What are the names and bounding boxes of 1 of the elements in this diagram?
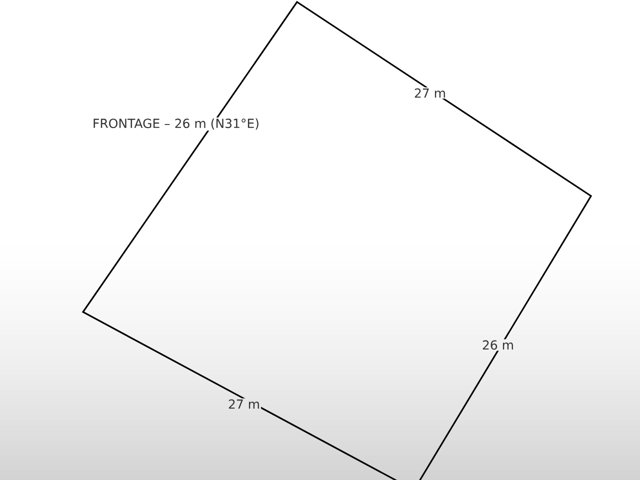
frontage-label: FRONTAGE – 26 m (N31°E): [91, 117, 261, 131]
